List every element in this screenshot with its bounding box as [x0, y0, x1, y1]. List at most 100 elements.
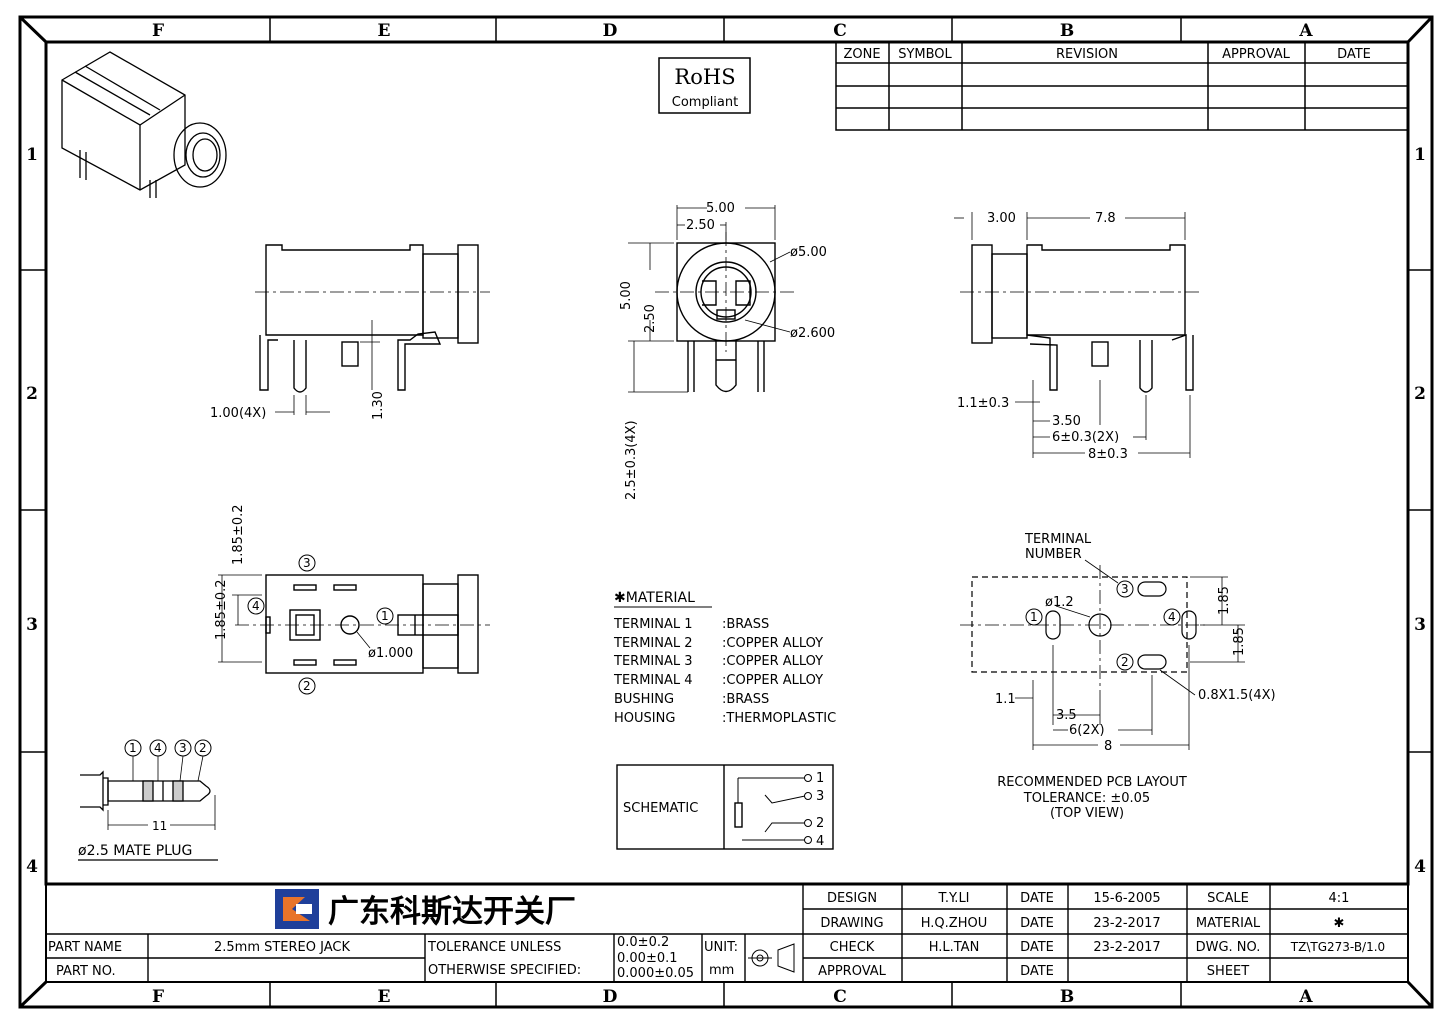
- dim-p2: 6±0.3(2X): [1052, 430, 1119, 445]
- date-value: 23-2-2017: [1093, 916, 1160, 931]
- schematic-pin-label: 2: [816, 816, 824, 831]
- dim-pcb-slot: 0.8X1.5(4X): [1198, 688, 1276, 703]
- pcb-layout: [960, 559, 1245, 750]
- dim-front-half-height: 2.50: [643, 304, 658, 333]
- tolerance-value-1: 0.0±0.2: [617, 935, 669, 950]
- bottom-terminal-label: 3: [303, 556, 311, 570]
- dim-inner-dia: ø2.600: [790, 326, 835, 341]
- pcb-terminal-number: 4: [1168, 610, 1176, 624]
- rev-header-zone: ZONE: [843, 47, 880, 62]
- dim-front-half-width: 2.50: [686, 218, 715, 233]
- material-item-name: TERMINAL 1: [613, 617, 693, 632]
- col-label-top: D: [603, 21, 618, 41]
- dim-front-height: 5.00: [619, 281, 634, 310]
- col-label-top: A: [1298, 21, 1313, 41]
- dim-bottom-d2: 1.85±0.2: [231, 504, 246, 565]
- pcb-caption-view: (TOP VIEW): [1050, 806, 1124, 821]
- drawing-value: H.Q.ZHOU: [921, 916, 987, 931]
- sheet-label: SHEET: [1207, 964, 1249, 979]
- pcb-caption-title: RECOMMENDED PCB LAYOUT: [997, 775, 1187, 790]
- col-label-bottom: C: [833, 987, 847, 1007]
- material-label: MATERIAL: [1196, 916, 1261, 931]
- row-label-right: 2: [1414, 384, 1426, 404]
- rev-header-revision: REVISION: [1056, 47, 1118, 62]
- dim-pcb-x2: 6(2X): [1069, 723, 1105, 738]
- date-value: 15-6-2005: [1093, 891, 1160, 906]
- material-item-name: HOUSING: [614, 711, 675, 726]
- material-item-value: :BRASS: [722, 617, 769, 632]
- pcb-caption-tolerance: TOLERANCE: ±0.05: [1023, 791, 1150, 806]
- outer-frame: [18, 15, 1434, 1009]
- plug-contact-label: 3: [179, 741, 187, 755]
- plug-contact-label: 2: [199, 741, 207, 755]
- pcb-terminal-number: 1: [1030, 610, 1038, 624]
- dim-offset: 1.30: [371, 391, 386, 420]
- part-no-label: PART NO.: [56, 964, 116, 979]
- material-list: ✱MATERIAL TERMINAL 1 :BRASS TERMINAL 2 :…: [613, 590, 836, 726]
- col-label-top: C: [833, 21, 847, 41]
- tolerance-line-2: OTHERWISE SPECIFIED:: [428, 963, 581, 978]
- row-label-left: 4: [26, 857, 38, 877]
- plug-contact-label: 1: [129, 741, 137, 755]
- inner-frame: [44, 40, 1410, 886]
- material-item-value: :THERMOPLASTIC: [722, 711, 836, 726]
- dwg-no-label: DWG. NO.: [1196, 940, 1261, 955]
- dim-pcb-v1: 1.85: [1217, 586, 1232, 615]
- part-name-value: 2.5mm STEREO JACK: [214, 940, 350, 955]
- rev-header-date: DATE: [1337, 47, 1371, 62]
- col-label-bottom: B: [1060, 987, 1074, 1007]
- schematic-label: SCHEMATIC: [623, 801, 698, 816]
- company-name: 广东科斯达开关厂: [328, 894, 576, 930]
- pcb-number-label: NUMBER: [1025, 547, 1082, 562]
- bottom-terminal-label: 4: [252, 599, 260, 613]
- rohs-text: RoHS: [674, 65, 735, 89]
- side-view-left: [255, 244, 490, 415]
- bottom-terminal-label: 2: [303, 679, 311, 693]
- dim-outer-dia: ø5.00: [790, 245, 827, 260]
- schematic-pin-label: 3: [816, 789, 824, 804]
- bottom-terminal-label: 1: [381, 609, 389, 623]
- col-label-bottom: E: [378, 987, 391, 1007]
- tolerance-value-2: 0.00±0.1: [617, 951, 678, 966]
- row-label-left: 1: [26, 145, 38, 165]
- dim-pcb-x0: 1.1: [995, 692, 1016, 707]
- pcb-terminal-number: 2: [1121, 655, 1129, 669]
- mate-plug-drawing: [78, 739, 218, 861]
- material-item-value: :COPPER ALLOY: [722, 654, 823, 669]
- material-title: ✱MATERIAL: [614, 590, 695, 606]
- tolerance-line-1: TOLERANCE UNLESS: [427, 940, 561, 955]
- material-item-name: TERMINAL 3: [613, 654, 693, 669]
- plug-contact-label: 4: [154, 741, 162, 755]
- dim-pin-width: 1.00(4X): [210, 406, 266, 421]
- dim-pin-length: 2.5±0.3(4X): [624, 420, 639, 500]
- dim-p1: 3.50: [1052, 414, 1081, 429]
- material-item-value: :COPPER ALLOY: [722, 673, 823, 688]
- col-label-top: E: [378, 21, 391, 41]
- dim-pcb-x3: 8: [1104, 739, 1112, 754]
- rev-header-approval: APPROVAL: [1222, 47, 1291, 62]
- pcb-terminal-number: 3: [1121, 582, 1129, 596]
- material-value: ✱: [1334, 916, 1345, 931]
- row-label-left: 2: [26, 384, 38, 404]
- dim-bushing: 3.00: [987, 211, 1016, 226]
- col-label-bottom: F: [152, 987, 164, 1007]
- dim-pcb-hole: ø1.2: [1045, 595, 1074, 610]
- pcb-terminal-label: TERMINAL: [1024, 532, 1092, 547]
- isometric-jack-illustration: [61, 51, 227, 198]
- row-label-right: 1: [1414, 145, 1426, 165]
- rev-header-symbol: SYMBOL: [898, 47, 952, 62]
- bottom-view: [218, 554, 490, 695]
- material-item-value: :BRASS: [722, 692, 769, 707]
- dim-bottom-hole: ø1.000: [368, 646, 413, 661]
- drawing-label: DRAWING: [820, 916, 883, 931]
- material-item-name: TERMINAL 4: [613, 673, 693, 688]
- row-label-left: 3: [26, 615, 38, 635]
- dim-plug-length: 11: [152, 819, 167, 833]
- design-value: T.Y.LI: [937, 891, 969, 906]
- unit-label: UNIT:: [704, 940, 738, 955]
- projection-symbol-icon: [748, 943, 795, 973]
- row-label-right: 3: [1414, 615, 1426, 635]
- date-label: DATE: [1020, 916, 1054, 931]
- date-value: 23-2-2017: [1093, 940, 1160, 955]
